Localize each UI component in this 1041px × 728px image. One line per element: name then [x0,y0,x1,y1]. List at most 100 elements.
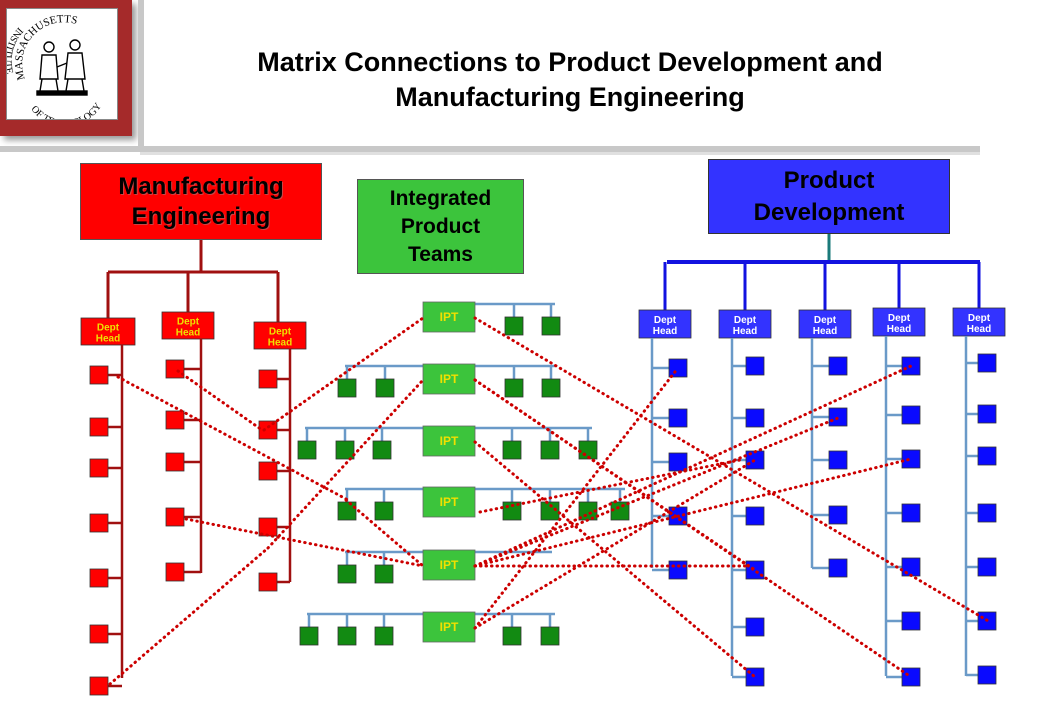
pd-member-node [901,503,921,523]
mfg-member-node [165,359,185,379]
slide-title-line-1: Matrix Connections to Product Developmen… [257,47,883,77]
mfg-member-node [89,365,109,385]
mfg-member-node [258,572,278,592]
pd-dept-head-label-line-2: Head [967,324,991,335]
pd-dept-head-label-line-1: Dept [888,313,911,324]
mfg-member-node [165,562,185,582]
ipt-team-label: IPT [440,620,459,634]
mfg-member-node [89,624,109,644]
ipt-member-node [504,378,524,398]
matrix-connection-line [176,369,264,432]
ipt-label-line-1: Integrated [389,186,492,210]
pd-dept-head-label-line-1: Dept [654,315,677,326]
pd-dept-head-label-line-2: Head [653,326,677,337]
mfg-member-node [258,369,278,389]
pd-member-node [828,505,848,525]
pd-member-node [901,611,921,631]
ipt-member-node [541,378,561,398]
pd-dept-head-1 [638,309,692,339]
ipt-member-node [337,626,357,646]
matrix-connection-line [473,316,992,624]
matrix-connection-line [344,498,425,568]
pd-member-node [828,450,848,470]
pd-dept-head-label-line-2: Head [733,326,757,337]
matrix-connection-line [262,316,425,432]
pd-member-node [745,356,765,376]
mfg-member-node [89,458,109,478]
mfg-dept-head-2 [161,311,215,340]
slide-title: Matrix Connections to Product Developmen… [150,45,990,115]
pd-dept-head-label-line-1: Dept [814,315,837,326]
matrix-connection-line [473,366,680,630]
mfg-dept-head-label-line-2: Head [96,334,120,345]
ipt-member-node [375,378,395,398]
ipt-member-node [540,626,560,646]
pd-member-node [745,560,765,580]
matrix-connection-line [116,375,350,502]
pd-member-node [668,452,688,472]
integrated-product-teams-box: Integrated Product Teams [357,179,524,274]
pd-member-node [668,408,688,428]
pd-dept-head-5 [952,307,1006,337]
pd-member-node [977,353,997,373]
pd-member-node [745,617,765,637]
mfg-dept-head-label-line-1: Dept [269,327,292,338]
ipt-member-node [502,440,522,460]
pd-member-node [745,408,765,428]
manufacturing-engineering-box: Manufacturing Engineering [80,163,322,240]
pd-dept-head-3 [798,309,852,339]
matrix-connection-line [473,458,757,630]
pd-dept-head-2 [718,309,772,339]
pd-member-node [977,446,997,466]
header-divider-shadow [140,152,980,155]
pd-member-node [668,560,688,580]
matrix-connection-line [266,378,425,550]
seal-figures-icon [36,39,88,96]
pd-member-node [977,404,997,424]
product-development-box: Product Development [708,159,950,234]
mfg-member-node [89,676,109,696]
mfg-member-node [258,461,278,481]
matrix-connection-line [108,546,270,686]
matrix-connection-line [473,457,913,568]
ipt-member-node [540,501,560,521]
manufacturing-label-line-1: Manufacturing [118,172,284,200]
product-label-line-1: Product [783,166,875,194]
mfg-member-node [165,410,185,430]
matrix-connection-line [473,440,757,679]
pd-member-node [901,667,921,687]
ipt-team-label: IPT [440,495,459,509]
pd-member-node [828,407,848,427]
ipt-team-label: IPT [440,558,459,572]
pd-member-node [828,356,848,376]
slide-title-line-2: Manufacturing Engineering [395,82,745,112]
pd-member-node [977,503,997,523]
ipt-member-node [504,316,524,336]
matrix-connection-line [184,517,425,568]
mfg-member-node [258,420,278,440]
pd-dept-head-label-line-1: Dept [734,315,757,326]
pd-member-node [901,557,921,577]
pd-member-node [745,506,765,526]
header-divider-horizontal [0,146,980,152]
ipt-member-node [337,564,357,584]
ipt-member-node [337,501,357,521]
mfg-dept-head-label-line-2: Head [176,328,200,339]
ipt-member-node [541,316,561,336]
ipt-team-box-4 [422,486,476,518]
pd-member-node [977,665,997,685]
mfg-member-node [165,507,185,527]
pd-dept-head-label-line-2: Head [887,324,911,335]
ipt-member-node [502,626,522,646]
ipt-member-node [337,378,357,398]
ipt-team-label: IPT [440,372,459,386]
mfg-member-node [89,513,109,533]
mfg-dept-head-3 [253,321,307,350]
matrix-connection-line [473,416,840,568]
pd-member-node [901,405,921,425]
pd-dept-head-label-line-2: Head [813,326,837,337]
mfg-member-node [89,568,109,588]
ipt-member-node [297,440,317,460]
mfg-member-node [89,417,109,437]
